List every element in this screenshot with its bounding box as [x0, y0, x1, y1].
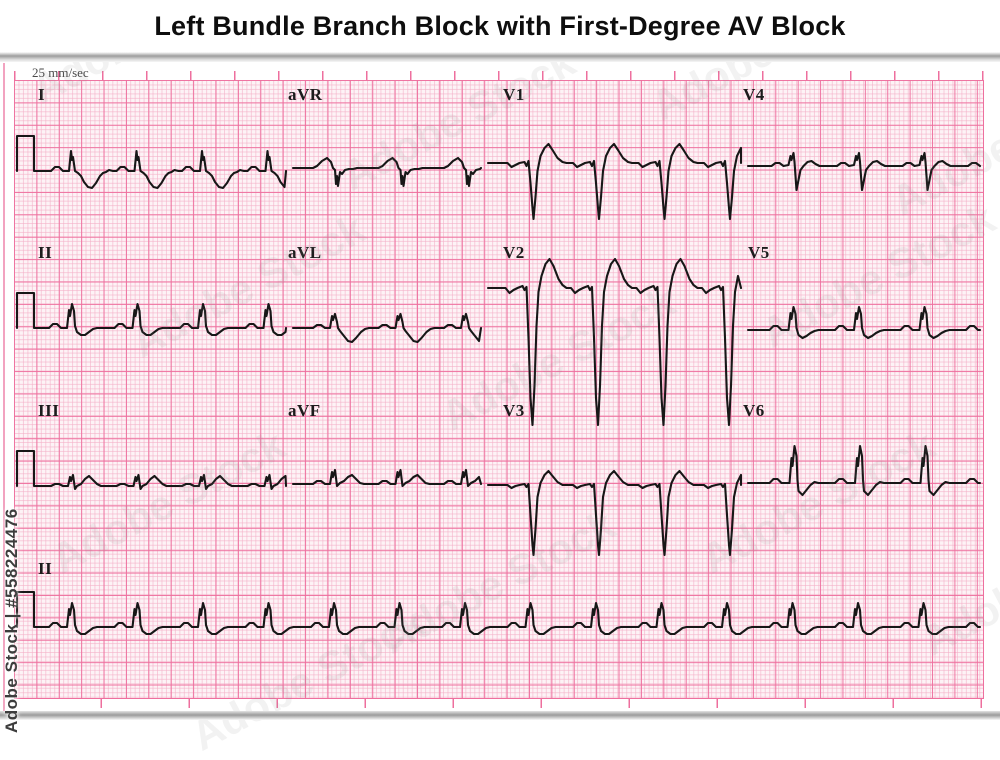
timeline-ticks-top: [14, 71, 984, 80]
lead-label-aVF: aVF: [288, 401, 321, 420]
lead-label-I: I: [38, 85, 46, 104]
stock-watermark: Adobe Stock | #558224476: [2, 508, 21, 733]
lead-label-V5: V5: [748, 243, 770, 262]
ecg-grid-paper: [14, 80, 984, 699]
lead-label-aVR: aVR: [288, 85, 323, 104]
lead-label-V3: V3: [503, 401, 525, 420]
lead-label-V2: V2: [503, 243, 525, 262]
page-title: Left Bundle Branch Block with First-Degr…: [154, 10, 846, 41]
lead-label-II: II: [38, 243, 53, 262]
lead-label-aVL: aVL: [288, 243, 322, 262]
lead-label-II-rhythm: II: [38, 559, 53, 578]
title-bar: Left Bundle Branch Block with First-Degr…: [0, 0, 1000, 52]
timeline-ticks-bottom: [14, 698, 983, 708]
lead-label-V6: V6: [743, 401, 765, 420]
lead-label-V4: V4: [743, 85, 765, 104]
lead-label-III: III: [38, 401, 60, 420]
lead-label-V1: V1: [503, 85, 525, 104]
paper-edge-line: [3, 63, 5, 711]
paper-speed-label: 25 mm/sec: [32, 65, 89, 80]
ecg-paper-zone: 25 mm/sec: [0, 63, 1000, 711]
top-divider: [0, 52, 1000, 62]
bottom-divider: [0, 711, 1000, 720]
